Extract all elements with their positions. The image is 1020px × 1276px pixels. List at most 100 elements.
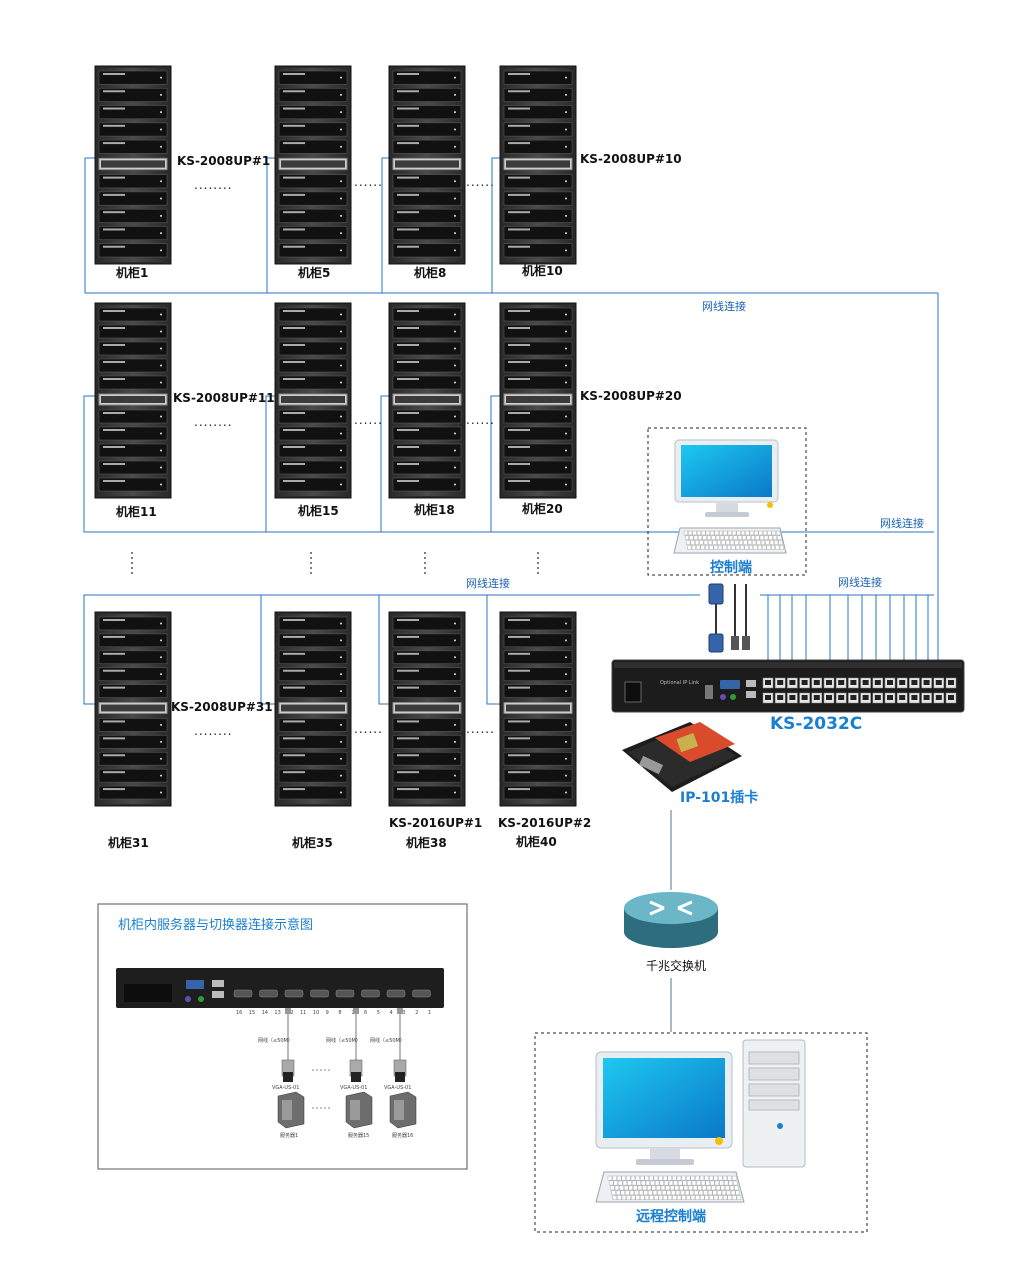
- router-icon: [624, 892, 718, 948]
- inset-port-number: 14: [262, 1010, 268, 1016]
- racks-layer: [94, 65, 577, 807]
- keyboard-icon: [673, 527, 787, 554]
- inset-switch: [116, 968, 444, 1008]
- remote-monitor-icon: [595, 1051, 733, 1165]
- inset-server-label: 服务器16: [392, 1132, 413, 1139]
- inset-cable-label: 网线（≤50M）: [370, 1037, 405, 1044]
- server-rack-9: [94, 611, 172, 807]
- server-rack-10: [274, 611, 352, 807]
- ellipsis-row1-a: ......: [354, 175, 383, 189]
- rack-label: 机柜40: [516, 834, 557, 849]
- inset-module-label: VGA-US-01: [272, 1085, 299, 1091]
- power-socket: [624, 681, 642, 703]
- rack-switch-label: KS-2016UP#2: [498, 816, 591, 830]
- inset-port-number: 5: [377, 1010, 380, 1016]
- ip-card-label: IP-101插卡: [680, 789, 758, 806]
- inset-port-number: 3: [402, 1010, 405, 1016]
- rack-labels: 机柜1 KS-2008UP#1 机柜5 机柜8 机柜10 KS-2008UP#10 机柜11…: [108, 152, 682, 850]
- console-label: 控制端: [710, 559, 752, 576]
- rack-label: 机柜20: [522, 501, 563, 516]
- ellipsis-row2-a: ......: [354, 413, 383, 427]
- ip-card-board: [622, 722, 742, 792]
- inset-box: [97, 903, 468, 1170]
- rack-switch-label: KS-2008UP#31: [171, 700, 273, 714]
- rj45-ports: [762, 677, 957, 704]
- server-rack-1: [94, 65, 172, 265]
- inset-devices: 网线（≤50M）VGA-US-01服务器1网线（≤50M）VGA-US-01服务…: [258, 1008, 417, 1139]
- rack-label: 机柜15: [298, 503, 339, 518]
- server-rack-4: [499, 65, 577, 265]
- network-label-1: 网线连接: [702, 299, 746, 313]
- ellipsis-row1-b: ......: [466, 175, 495, 189]
- local-console: 控制端: [647, 427, 807, 576]
- rack-label: 机柜10: [522, 263, 563, 278]
- console-cables: [708, 583, 750, 653]
- inset-port-number: 4: [390, 1010, 393, 1016]
- inset-port-number: 6: [364, 1010, 367, 1016]
- server-rack-6: [274, 302, 352, 499]
- server-rack-3: [388, 65, 466, 265]
- gigabit-switch-label: 千兆交换机: [646, 958, 706, 973]
- network-label-2: 网线连接: [880, 516, 924, 530]
- rack-label: 机柜1: [116, 265, 148, 280]
- inset-port-number: 1: [428, 1010, 431, 1016]
- monitor-icon: [674, 439, 779, 517]
- inset-port-number: 10: [313, 1010, 319, 1016]
- ellipsis-row2-b: ......: [466, 413, 495, 427]
- pc-tower-icon: [742, 1039, 806, 1168]
- inset-title: 机柜内服务器与切换器连接示意图: [118, 917, 313, 933]
- rack-switch-label: KS-2008UP#10: [580, 152, 682, 166]
- remote-keyboard-icon: [595, 1171, 745, 1203]
- rack-label: 机柜8: [414, 265, 446, 280]
- rack-switch-label: KS-2008UP#20: [580, 389, 682, 403]
- inset-port-number: 7: [351, 1010, 354, 1016]
- network-label-4: 网线连接: [838, 575, 882, 589]
- ellipsis-row3-b: ......: [466, 722, 495, 736]
- inset-port-number: 11: [300, 1010, 306, 1016]
- ellipsis-marks: ........ ...... ...... ........ ...... .…: [131, 175, 539, 738]
- inset-module-label: VGA-US-01: [340, 1085, 367, 1091]
- inset-module-label: VGA-US-01: [384, 1085, 411, 1091]
- inset-server-label: 服务器15: [348, 1132, 369, 1139]
- rack-label: 机柜11: [116, 504, 157, 519]
- ellipsis-row3: ........: [194, 724, 233, 738]
- inset-port-number: 8: [338, 1010, 341, 1016]
- vga-port: [720, 680, 740, 689]
- inset-port-number: 2: [415, 1010, 418, 1016]
- server-rack-12: [499, 611, 577, 807]
- inset-ports: [233, 989, 431, 998]
- rack-switch-label: KS-2008UP#11: [173, 391, 275, 405]
- inset-port-number: 13: [274, 1010, 280, 1016]
- main-switch-model: KS-2032C: [770, 714, 862, 734]
- vertical-ellipsis: [131, 552, 539, 574]
- inset-port-number: 16: [236, 1010, 242, 1016]
- main-kvm-switch: Optional IP Link: [611, 659, 965, 713]
- rack-label: 机柜18: [414, 502, 455, 517]
- rack-switch-label: KS-2016UP#1: [389, 816, 482, 830]
- rack-label: 机柜35: [292, 835, 333, 850]
- server-rack-5: [94, 302, 172, 499]
- inset-port-number: 15: [249, 1010, 255, 1016]
- server-rack-2: [274, 65, 352, 265]
- panel-text: Optional IP Link: [660, 680, 699, 686]
- remote-label: 远程控制端: [636, 1208, 706, 1225]
- ellipsis-row3-a: ......: [354, 722, 383, 736]
- server-rack-7: [388, 302, 466, 499]
- ellipsis-row1: ........: [194, 178, 233, 192]
- console-box: [647, 427, 807, 576]
- rack-label: 机柜31: [108, 835, 149, 850]
- inset-cable-label: 网线（≤50M）: [326, 1037, 361, 1044]
- inset-panel: 机柜内服务器与切换器连接示意图 16151413121110987654321 …: [97, 903, 468, 1170]
- remote-box: [534, 1032, 868, 1233]
- rack-label: 机柜38: [406, 835, 447, 850]
- ellipsis-row2: ........: [194, 415, 233, 429]
- rack-label: 机柜5: [298, 265, 330, 280]
- server-rack-11: [388, 611, 466, 807]
- inset-cable-label: 网线（≤50M）: [258, 1037, 293, 1044]
- network-label-3: 网线连接: [466, 576, 510, 590]
- server-rack-8: [499, 302, 577, 499]
- inset-port-number: 9: [326, 1010, 329, 1016]
- rack-switch-label: KS-2008UP#1: [177, 154, 270, 168]
- remote-console: 远程控制端: [534, 1032, 868, 1233]
